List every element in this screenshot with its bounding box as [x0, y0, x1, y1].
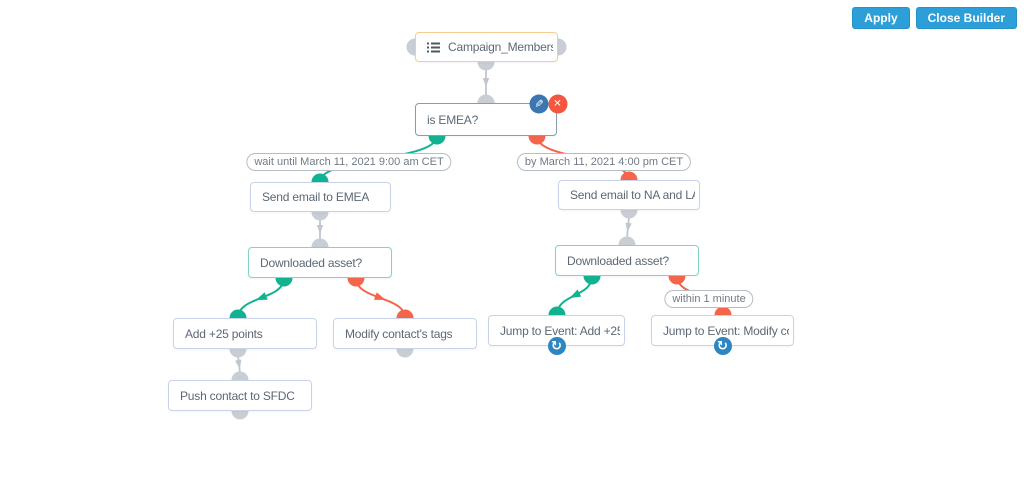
flow-node-push-sfdc[interactable]: Push contact to SFDC [168, 380, 312, 411]
builder-toolbar: Apply Close Builder [852, 7, 1017, 29]
node-label: Modify contact's tags [345, 326, 453, 341]
node-label: Downloaded asset? [567, 253, 670, 268]
node-label: Push contact to SFDC [180, 388, 295, 403]
node-label: Jump to Event: Modify co… [663, 323, 789, 338]
node-label: Send email to EMEA [262, 190, 370, 204]
flow-node-email-na[interactable]: Send email to NA and LAT… [558, 180, 700, 210]
node-label: Add +25 points [185, 326, 263, 341]
edge-arrow-icon [255, 292, 268, 301]
flow-node-jump-modify[interactable]: Jump to Event: Modify co… [651, 315, 794, 346]
jump-refresh-icon[interactable]: ↻ [713, 337, 732, 355]
edit-pencil-icon[interactable]: ✎ [529, 94, 549, 114]
close-builder-button[interactable]: Close Builder [915, 7, 1017, 29]
edge-label-by: by March 11, 2021 4:00 pm CET [516, 153, 692, 171]
edge-label-within: within 1 minute [664, 290, 754, 308]
edge-arrow-icon [373, 292, 386, 300]
node-label: Send email to NA and LAT… [570, 188, 695, 202]
flow-node-modify-tags[interactable]: Modify contact's tags [333, 318, 477, 349]
edge-arrow-icon [482, 78, 490, 87]
flow-node-asset-left[interactable]: Downloaded asset? [248, 247, 392, 278]
flow-node-source[interactable]: Campaign_Membersh… [415, 32, 558, 62]
apply-button[interactable]: Apply [852, 7, 910, 29]
node-label: Campaign_Membersh… [448, 40, 553, 54]
jump-refresh-icon[interactable]: ↻ [547, 337, 566, 355]
delete-x-icon[interactable]: ✕ [548, 94, 567, 114]
node-label: Downloaded asset? [260, 255, 363, 270]
edge-arrow-icon [625, 222, 632, 232]
flow-node-asset-right[interactable]: Downloaded asset? [555, 245, 699, 276]
flow-node-email-emea[interactable]: Send email to EMEA [250, 182, 391, 212]
list-icon [427, 42, 440, 53]
edge-arrow-icon [569, 289, 582, 298]
flow-node-add-points[interactable]: Add +25 points [173, 318, 317, 349]
edge-arrow-icon [235, 359, 242, 369]
edge-label-wait: wait until March 11, 2021 9:00 am CET [246, 153, 452, 171]
edge-arrow-icon [316, 225, 324, 234]
node-label: Jump to Event: Add +25 p… [500, 323, 620, 338]
node-label: is EMEA? [427, 112, 479, 127]
